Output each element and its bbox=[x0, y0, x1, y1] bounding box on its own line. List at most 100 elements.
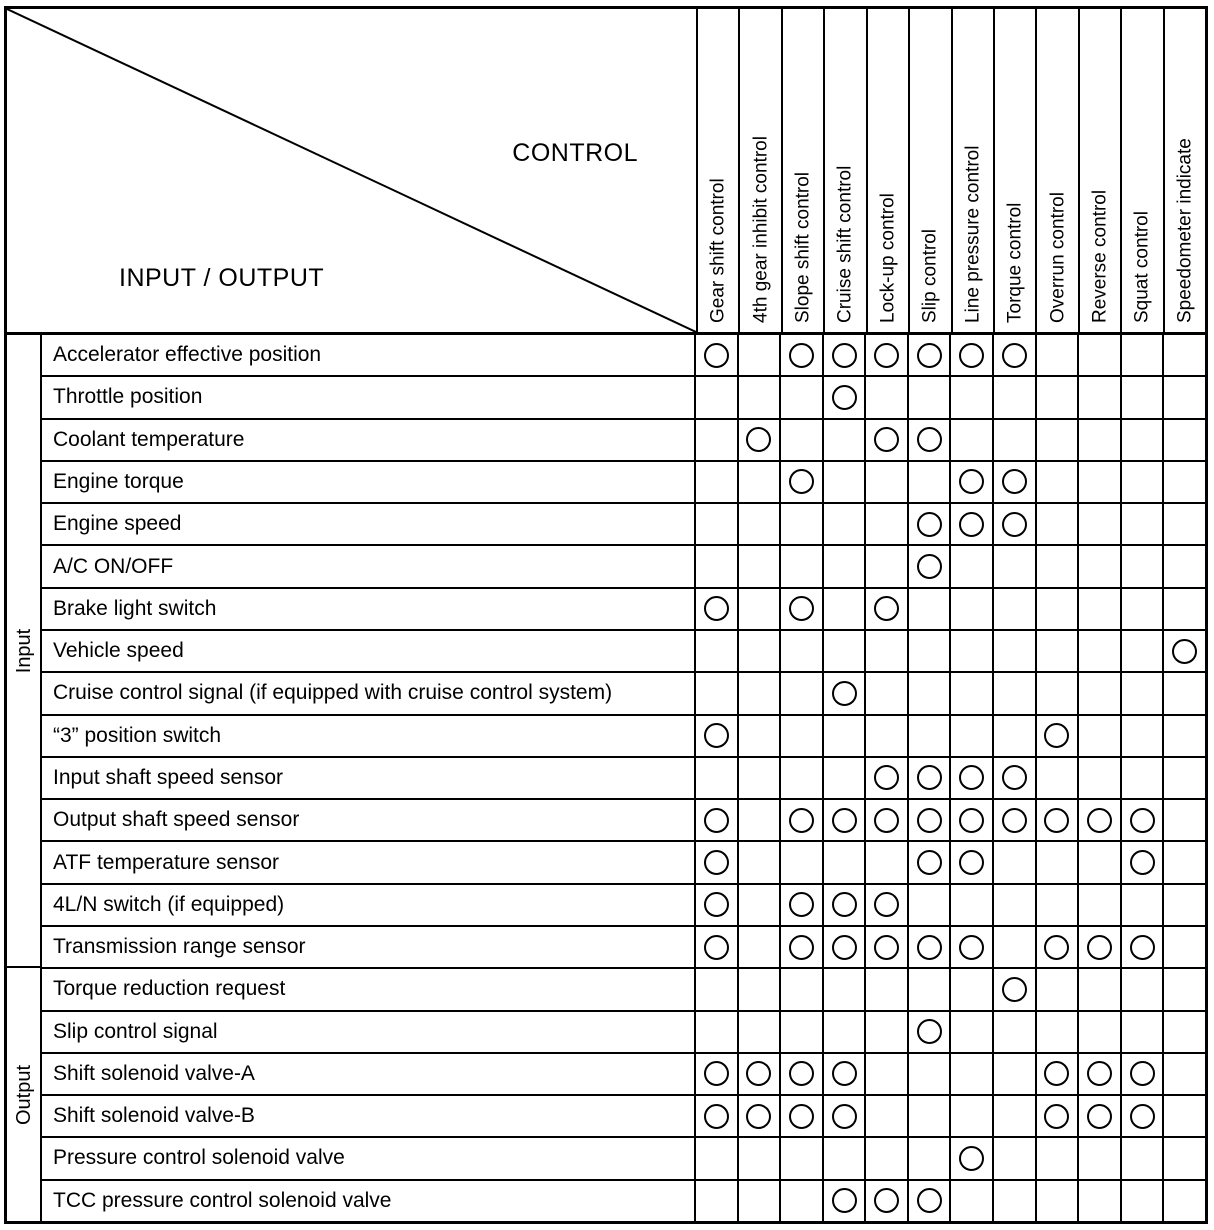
row-cells bbox=[696, 546, 1205, 587]
matrix-cell-empty bbox=[696, 377, 739, 418]
matrix-cell-empty bbox=[1122, 757, 1165, 799]
table-header-band: CONTROL INPUT / OUTPUT Gear shift contro… bbox=[7, 9, 1205, 335]
matrix-cell-empty bbox=[1122, 1180, 1165, 1221]
matrix-cell-marked bbox=[696, 715, 739, 756]
matrix-cell-marked bbox=[909, 1011, 952, 1052]
matrix-cell-empty bbox=[781, 504, 824, 545]
matrix-cell-empty bbox=[1037, 630, 1080, 672]
matrix-cell-empty bbox=[1164, 758, 1205, 798]
matrix-cell-marked bbox=[951, 800, 995, 841]
circle-mark-icon bbox=[916, 554, 942, 580]
column-header-8: Torque control bbox=[995, 9, 1038, 332]
circle-mark-icon bbox=[1044, 1103, 1070, 1129]
matrix-cell-marked bbox=[951, 842, 995, 883]
matrix-cell-empty bbox=[1122, 673, 1165, 714]
matrix-cell-empty bbox=[1079, 884, 1122, 925]
circle-mark-icon bbox=[703, 892, 729, 918]
row-cells bbox=[696, 884, 1205, 925]
row-cells bbox=[696, 842, 1205, 883]
control-matrix-table: CONTROL INPUT / OUTPUT Gear shift contro… bbox=[4, 6, 1208, 1224]
matrix-cell-empty bbox=[1037, 335, 1080, 376]
matrix-cell-empty bbox=[994, 1053, 1037, 1095]
matrix-cell-empty bbox=[1079, 715, 1122, 756]
row-cells bbox=[696, 504, 1205, 545]
matrix-cell-empty bbox=[781, 377, 824, 418]
circle-mark-icon bbox=[1044, 934, 1070, 960]
row-label: Torque reduction request bbox=[42, 969, 696, 1010]
table-row: Throttle position bbox=[42, 377, 1205, 420]
matrix-cell-empty bbox=[909, 377, 952, 418]
circle-mark-icon bbox=[874, 596, 900, 622]
table-row: Output shaft speed sensor bbox=[42, 800, 1205, 843]
circle-mark-icon bbox=[703, 1061, 729, 1087]
matrix-cell-empty bbox=[1122, 1138, 1165, 1179]
matrix-cell-marked bbox=[951, 1138, 995, 1179]
circle-mark-icon bbox=[746, 427, 772, 453]
matrix-cell-empty bbox=[909, 969, 952, 1010]
matrix-cell-marked bbox=[866, 335, 909, 376]
corner-header-cell: CONTROL INPUT / OUTPUT bbox=[7, 9, 698, 335]
matrix-cell-empty bbox=[909, 588, 952, 629]
circle-mark-icon bbox=[788, 1061, 814, 1087]
matrix-cell-empty bbox=[994, 588, 1037, 629]
column-header-label: 4th gear inhibit control bbox=[750, 136, 772, 323]
matrix-cell-empty bbox=[994, 1180, 1037, 1221]
table-row: Transmission range sensor bbox=[42, 926, 1205, 970]
matrix-cell-empty bbox=[951, 1096, 995, 1137]
column-header-label: Squat control bbox=[1131, 211, 1153, 323]
matrix-cell-marked bbox=[909, 800, 952, 841]
matrix-cell-empty bbox=[1079, 969, 1122, 1010]
matrix-cell-marked bbox=[909, 504, 952, 545]
matrix-cell-empty bbox=[994, 1096, 1037, 1137]
matrix-cell-empty bbox=[1122, 335, 1165, 376]
table-row: Torque reduction request bbox=[42, 969, 1205, 1012]
matrix-cell-marked bbox=[696, 1053, 739, 1095]
matrix-cell-empty bbox=[824, 969, 867, 1010]
matrix-cell-empty bbox=[1037, 673, 1080, 714]
matrix-cell-empty bbox=[696, 673, 739, 714]
circle-mark-icon bbox=[831, 1188, 857, 1214]
matrix-cell-empty bbox=[994, 1011, 1037, 1052]
circle-mark-icon bbox=[831, 934, 857, 960]
matrix-cell-empty bbox=[739, 461, 782, 503]
circle-mark-icon bbox=[703, 850, 729, 876]
circle-mark-icon bbox=[916, 342, 942, 368]
column-header-label: Slope shift control bbox=[792, 171, 814, 323]
circle-mark-icon bbox=[916, 427, 942, 453]
matrix-cell-empty bbox=[824, 715, 867, 756]
matrix-cell-empty bbox=[1079, 757, 1122, 799]
circle-mark-icon bbox=[788, 342, 814, 368]
circle-mark-icon bbox=[874, 427, 900, 453]
table-row: ATF temperature sensor bbox=[42, 842, 1205, 885]
matrix-cell-empty bbox=[909, 1138, 952, 1179]
matrix-cell-empty bbox=[1037, 1011, 1080, 1052]
table-row: “3” position switch bbox=[42, 715, 1205, 758]
circle-mark-icon bbox=[1129, 1061, 1155, 1087]
matrix-cell-empty bbox=[1164, 969, 1205, 1009]
circle-mark-icon bbox=[1129, 807, 1155, 833]
circle-mark-icon bbox=[1086, 807, 1112, 833]
matrix-cell-empty bbox=[994, 673, 1037, 714]
matrix-cell-empty bbox=[739, 1180, 782, 1221]
row-label: Brake light switch bbox=[42, 588, 696, 629]
matrix-cell-empty bbox=[951, 546, 995, 587]
matrix-cell-empty bbox=[824, 504, 867, 545]
circle-mark-icon bbox=[1086, 1061, 1112, 1087]
row-label: Throttle position bbox=[42, 377, 696, 418]
matrix-cell-marked bbox=[866, 884, 909, 925]
table-row: Brake light switch bbox=[42, 588, 1205, 631]
matrix-cell-marked bbox=[909, 926, 952, 968]
circle-mark-icon bbox=[1001, 807, 1027, 833]
matrix-cell-empty bbox=[994, 546, 1037, 587]
matrix-cell-marked bbox=[696, 926, 739, 968]
matrix-cell-empty bbox=[1079, 377, 1122, 418]
column-header-label: Slip control bbox=[919, 229, 941, 323]
row-cells bbox=[696, 969, 1205, 1010]
row-cells bbox=[696, 588, 1205, 629]
circle-mark-icon bbox=[1129, 934, 1155, 960]
table-row: Engine speed bbox=[42, 504, 1205, 547]
matrix-cell-marked bbox=[781, 461, 824, 503]
circle-mark-icon bbox=[1129, 850, 1155, 876]
circle-mark-icon bbox=[916, 511, 942, 537]
row-label: Coolant temperature bbox=[42, 419, 696, 460]
